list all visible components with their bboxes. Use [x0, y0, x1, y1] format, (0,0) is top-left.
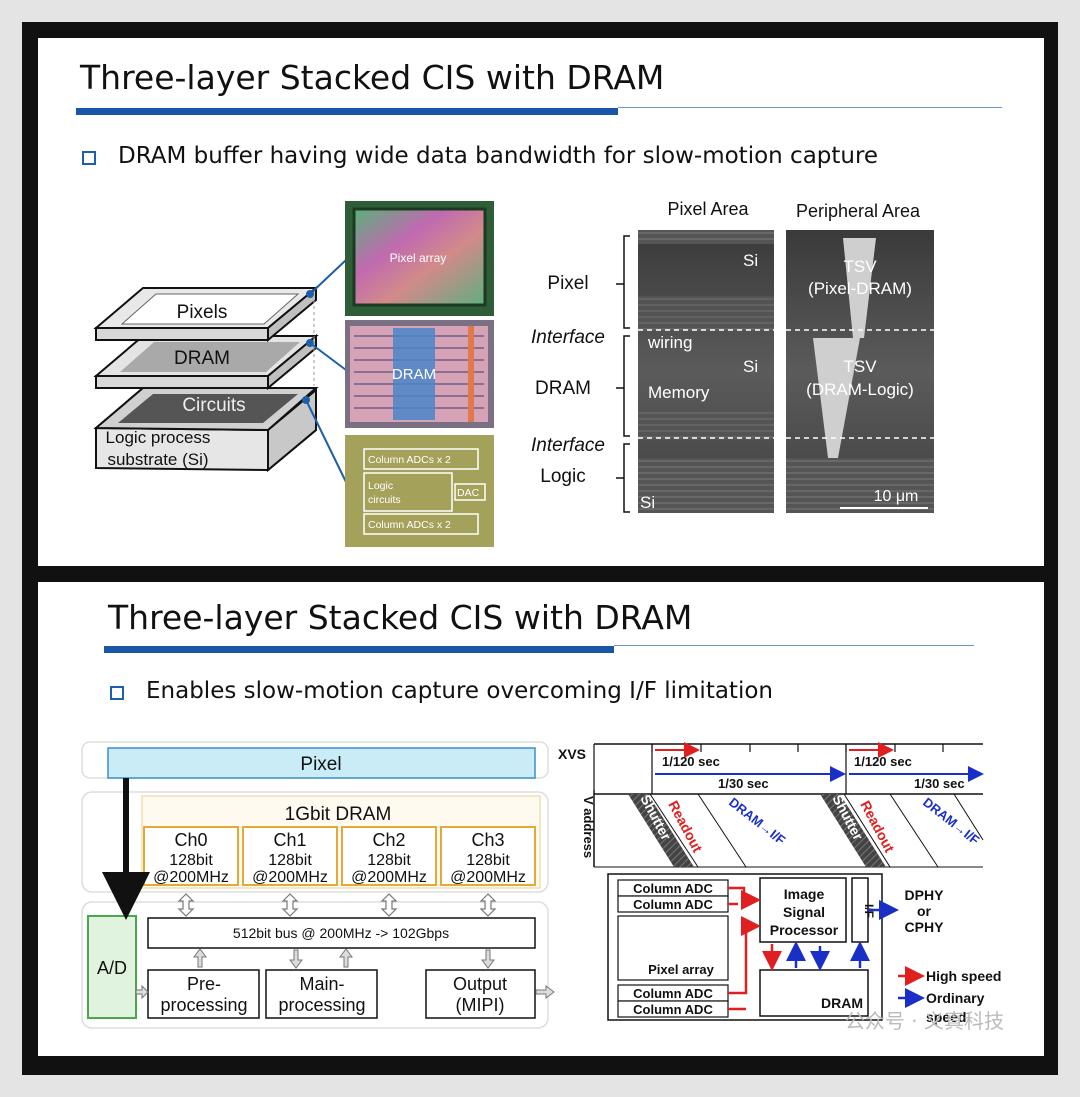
- photo-logic-label-2: circuits: [368, 494, 401, 506]
- output-label-2: (MIPI): [456, 995, 505, 1015]
- col-adc-2: Column ADC: [633, 897, 713, 912]
- pre-label-2: processing: [160, 995, 247, 1015]
- isp-label-3: Processor: [770, 922, 839, 938]
- photo-logic-label-0: Column ADCs x 2: [368, 454, 451, 466]
- arch-dram-label: DRAM: [821, 995, 863, 1011]
- stack-label-dram: DRAM: [174, 348, 230, 369]
- stack-label-substrate-2: substrate (Si): [107, 450, 208, 469]
- legend-ordinary-2: speed: [926, 1009, 966, 1025]
- row-label-dram: DRAM: [535, 378, 591, 399]
- bullet2-square-icon: [110, 686, 124, 700]
- channel-group: Ch0 128bit @200MHz Ch1 128bit @200MHz Ch…: [143, 826, 536, 886]
- ch2-name: Ch2: [372, 830, 405, 850]
- phy-label-2: or: [917, 903, 932, 919]
- col-adc-4: Column ADC: [633, 1002, 713, 1017]
- stack-label-substrate-1: Logic process: [106, 428, 211, 447]
- slide-2: Three-layer Stacked CIS with DRAM Enable…: [38, 582, 1044, 1056]
- slide2-diagram: Pixel 1Gbit DRAM Ch0 128bit @200MHz Ch1 …: [81, 741, 1001, 1029]
- dram-if-label-2: DRAM→I/F: [920, 795, 982, 848]
- pixel-area-heading: Pixel Area: [667, 199, 749, 219]
- main-label-2: processing: [278, 995, 365, 1015]
- t120-label-1: 1/120 sec: [662, 754, 720, 769]
- ch1-bits: 128bit: [268, 852, 312, 869]
- t30-label-1: 1/30 sec: [718, 776, 769, 791]
- bullet-square-icon: [82, 151, 96, 165]
- row-label-logic: Logic: [540, 466, 585, 487]
- tsv1-label-2: (Pixel-DRAM): [808, 279, 912, 298]
- arch-pixel-array: Pixel array: [648, 962, 715, 977]
- tsv2-label-1: TSV: [843, 357, 877, 376]
- isp-label-2: Signal: [783, 904, 825, 920]
- pixel-block-label: Pixel: [300, 754, 341, 775]
- dram-block-label: 1Gbit DRAM: [285, 804, 392, 825]
- architecture-diagram: Column ADC Column ADC Pixel array Column…: [607, 873, 1001, 1025]
- legend-ordinary-1: Ordinary: [926, 990, 985, 1006]
- watermark: 公众号 · 义真科技: [844, 1009, 1004, 1033]
- isp-label-1: Image: [784, 886, 825, 902]
- row-label-interface-1: Interface: [531, 327, 605, 348]
- slide2-bullet: Enables slow-motion capture overcoming I…: [146, 678, 773, 704]
- tsv1-label-1: TSV: [843, 257, 877, 276]
- photo-logic-label-3: DAC: [457, 487, 480, 499]
- ch0-freq: @200MHz: [153, 869, 229, 886]
- title2-underline-thin: [614, 645, 974, 646]
- layer-stack: Pixels DRAM Circuits Logic process subst…: [93, 259, 347, 483]
- title-underline-thin: [618, 107, 1002, 108]
- sem-label-si-2: Si: [743, 357, 758, 376]
- slide-1: Three-layer Stacked CIS with DRAM DRAM b…: [38, 38, 1044, 566]
- ch2-freq: @200MHz: [351, 869, 427, 886]
- sem-label-si-3: Si: [640, 493, 655, 512]
- photo-dram-label: DRAM: [392, 366, 436, 383]
- phy-label-1: DPHY: [905, 887, 945, 903]
- peripheral-area-heading: Peripheral Area: [796, 201, 921, 221]
- row-label-interface-2: Interface: [531, 435, 605, 456]
- ch3-bits: 128bit: [466, 852, 510, 869]
- slide1-bullet: DRAM buffer having wide data bandwidth f…: [118, 143, 879, 169]
- sem-label-wiring: wiring: [647, 333, 692, 352]
- ch0-bits: 128bit: [169, 852, 213, 869]
- legend-high-speed: High speed: [926, 968, 1001, 984]
- stack-label-circuits: Circuits: [182, 395, 245, 416]
- title2-underline-bar: [104, 646, 614, 653]
- v-address-label: V address: [581, 796, 596, 858]
- ch0-name: Ch0: [174, 830, 207, 850]
- pre-label-1: Pre-: [187, 974, 221, 994]
- ch1-freq: @200MHz: [252, 869, 328, 886]
- slide1-diagram: Pixels DRAM Circuits Logic process subst…: [93, 199, 934, 547]
- ch3-name: Ch3: [471, 830, 504, 850]
- output-label-1: Output: [453, 974, 507, 994]
- phy-label-3: CPHY: [905, 919, 945, 935]
- bus-label: 512bit bus @ 200MHz -> 102Gbps: [233, 925, 449, 941]
- ch2-bits: 128bit: [367, 852, 411, 869]
- xvs-label: XVS: [558, 746, 586, 762]
- block-diagram: Pixel 1Gbit DRAM Ch0 128bit @200MHz Ch1 …: [81, 741, 555, 1029]
- row-label-pixel: Pixel: [547, 273, 588, 294]
- tsv2-label-2: (DRAM-Logic): [806, 380, 914, 399]
- timing-diagram: XVS 1/120 sec 1/120 sec 1/30 sec 1/30 se…: [558, 742, 984, 868]
- photo-logic-label-1: Logic: [368, 480, 393, 492]
- photo-pixel-array-label: Pixel array: [390, 251, 447, 265]
- ch3-freq: @200MHz: [450, 869, 526, 886]
- ch1-name: Ch1: [273, 830, 306, 850]
- sem-label-si-1: Si: [743, 251, 758, 270]
- stack-label-pixels: Pixels: [177, 302, 228, 323]
- t120-label-2: 1/120 sec: [854, 754, 912, 769]
- cross-section: Pixel Area Peripheral Area Pixel Interfa…: [531, 199, 934, 513]
- slide1-title: Three-layer Stacked CIS with DRAM: [80, 58, 665, 97]
- main-label-1: Main-: [299, 974, 344, 994]
- ad-label: A/D: [97, 958, 127, 978]
- photo-logic-label-4: Column ADCs x 2: [368, 519, 451, 531]
- title-underline-bar: [76, 108, 618, 115]
- dram-if-label-1: DRAM→I/F: [726, 795, 788, 848]
- pixel-block: [107, 747, 536, 779]
- bus-block: [147, 917, 536, 949]
- col-adc-3: Column ADC: [633, 986, 713, 1001]
- die-photos: Pixel array DRAM Column ADCs x 2 Logic c…: [345, 201, 494, 547]
- sem-label-memory: Memory: [648, 383, 710, 402]
- scale-label: 10 μm: [874, 488, 919, 505]
- t30-label-2: 1/30 sec: [914, 776, 965, 791]
- col-adc-1: Column ADC: [633, 881, 713, 896]
- slide2-title: Three-layer Stacked CIS with DRAM: [108, 598, 693, 637]
